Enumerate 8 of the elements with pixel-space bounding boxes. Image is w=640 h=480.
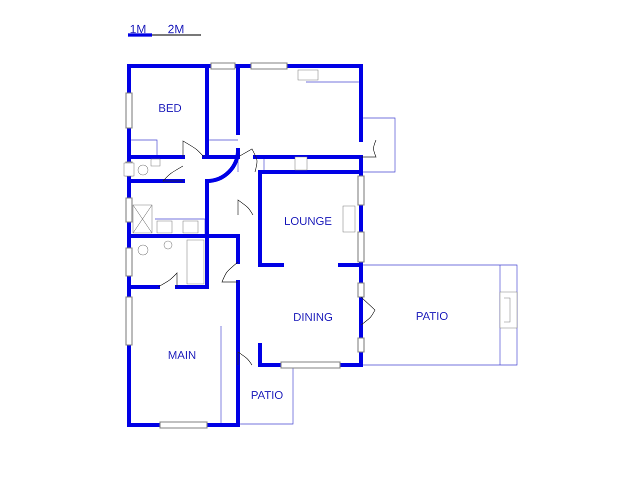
room-label: LOUNGE	[285, 217, 332, 225]
room-label: PATIO	[252, 391, 283, 399]
room-label: BED	[159, 104, 182, 112]
scale-label: 2M	[168, 24, 184, 34]
scale-label: 1M	[130, 24, 146, 34]
room-label: PATIO	[416, 312, 448, 320]
room-label: DINING	[294, 313, 332, 321]
room-label: MAIN	[168, 351, 196, 359]
